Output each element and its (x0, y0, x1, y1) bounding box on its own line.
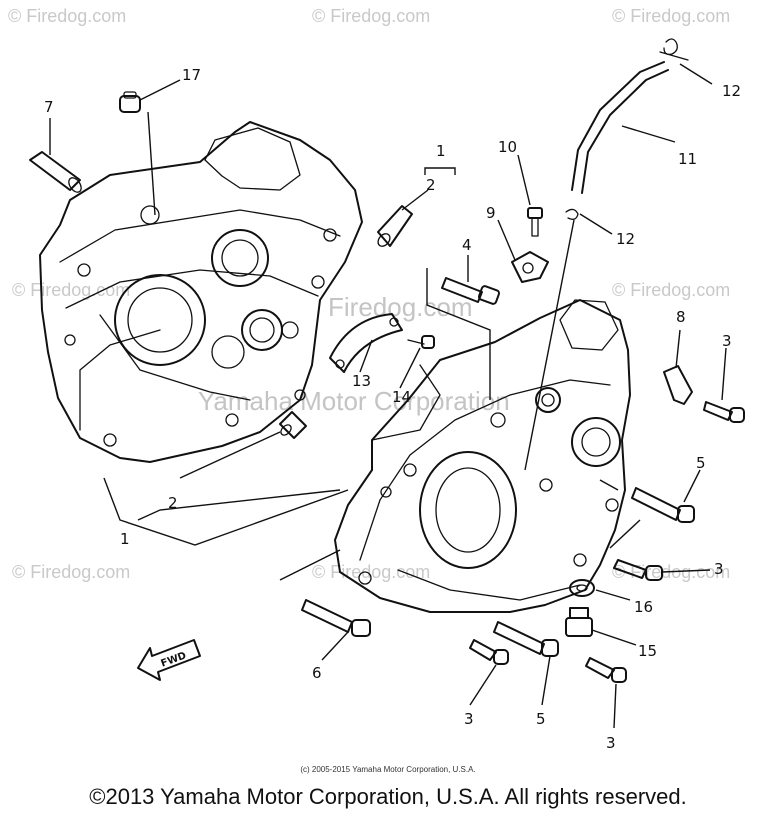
part-7-dowel-pin (29, 151, 82, 193)
watermark-top-center: © Firedog.com (312, 6, 430, 26)
small-parts (29, 38, 745, 683)
part-14-screw (407, 335, 435, 349)
callout-3-bottom-left: 3 (464, 710, 474, 728)
watermark-low-center: © Firedog.com (312, 562, 430, 582)
callout-4: 4 (462, 236, 472, 254)
callout-11: 11 (678, 150, 697, 168)
footer-copyright: ©2013 Yamaha Motor Corporation, U.S.A. A… (89, 784, 687, 809)
watermark-top-right: © Firedog.com (612, 6, 730, 26)
part-5-bolt-right (631, 487, 695, 523)
part-12-hose-clip-mid (565, 208, 579, 220)
callout-9: 9 (486, 204, 496, 222)
callout-10: 10 (498, 138, 517, 156)
watermark-mid-right: © Firedog.com (612, 280, 730, 300)
part-3-bolt-bottom-right (585, 657, 627, 683)
part-10-screw (527, 207, 543, 237)
part-15-drain-plug (565, 607, 593, 637)
callout-3-right-top: 3 (722, 332, 732, 350)
callout-15: 15 (638, 642, 657, 660)
callout-8: 8 (676, 308, 686, 326)
watermark-top-left: © Firedog.com (8, 6, 126, 26)
leader-lines (49, 63, 727, 729)
part-16-washer (569, 579, 595, 597)
part-3-bolt-right-top (703, 401, 745, 423)
callout-6: 6 (312, 664, 322, 682)
part-12-hose-clip-top (659, 38, 689, 61)
callout-13: 13 (352, 372, 371, 390)
part-13-plate (329, 313, 403, 373)
watermark-layer: © Firedog.com © Firedog.com © Firedog.co… (8, 6, 730, 582)
callout-labels: 7 17 1 2 10 9 4 12 11 12 13 14 8 3 5 3 1… (44, 66, 741, 752)
watermark-mid-left: © Firedog.com (12, 280, 130, 300)
fwd-arrow: FWD (137, 639, 201, 681)
part-17-plug (119, 91, 141, 113)
callout-5-right: 5 (696, 454, 706, 472)
callout-14: 14 (392, 388, 411, 406)
part-3-bolt-right-mid (613, 559, 663, 581)
callout-2-bottom: 2 (168, 494, 178, 512)
part-2-dowel-pin-bottom (279, 411, 307, 439)
watermark-center-brand: Yamaha Motor Corporation (198, 386, 510, 416)
part-3-bolt-bottom-left (469, 639, 509, 665)
callout-16: 16 (634, 598, 653, 616)
footer-small-copyright: (c) 2005-2015 Yamaha Motor Corporation, … (300, 765, 476, 774)
callout-12-top: 12 (722, 82, 741, 100)
watermark-center-site: Firedog.com (328, 292, 473, 322)
callout-1-bottom: 1 (120, 530, 130, 548)
callout-3-right-mid: 3 (714, 560, 724, 578)
part-11-breather-hose (571, 61, 669, 194)
callout-5-bottom: 5 (536, 710, 546, 728)
part-2-dowel-pin-top (377, 205, 413, 247)
callout-1-top: 1 (436, 142, 446, 160)
part-8-clamp (663, 365, 693, 405)
callout-17: 17 (182, 66, 201, 84)
part-9-fitting (511, 251, 549, 283)
part-4-bolt (441, 277, 501, 305)
left-crankcase-half (39, 121, 363, 463)
callout-3-bottom-right: 3 (606, 734, 616, 752)
watermark-low-left: © Firedog.com (12, 562, 130, 582)
part-6-bolt (301, 599, 371, 637)
callout-2-top: 2 (426, 176, 436, 194)
callout-12-mid: 12 (616, 230, 635, 248)
callout-7: 7 (44, 98, 54, 116)
right-crankcase-half (334, 299, 631, 613)
